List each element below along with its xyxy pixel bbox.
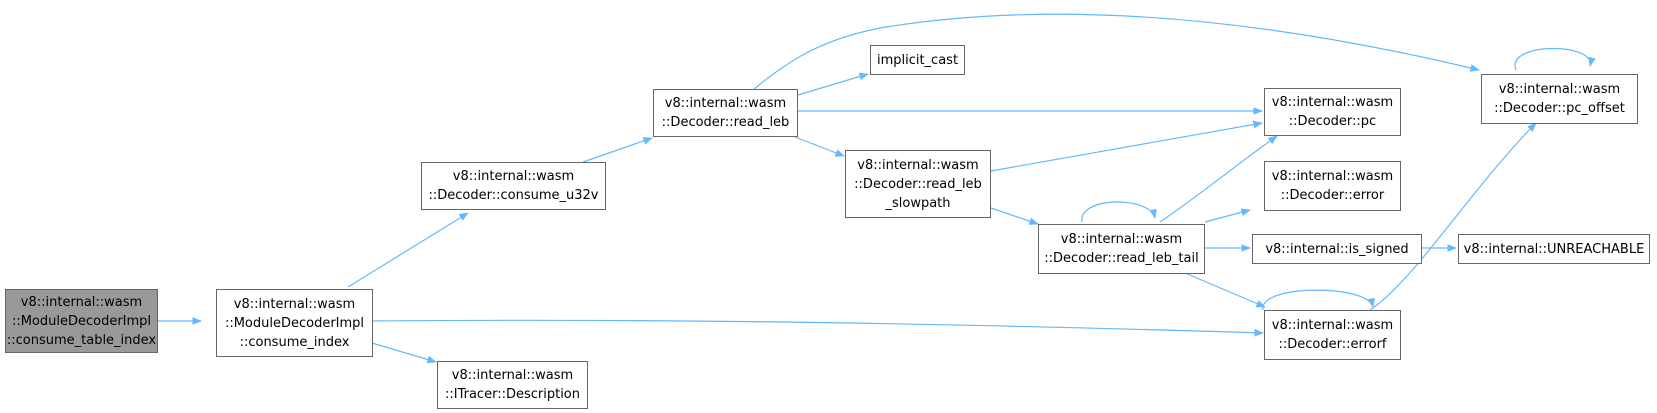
node-implicit-cast[interactable]: implicit_cast	[870, 45, 965, 75]
edge-consume-index-to-description	[371, 342, 437, 364]
node-read-leb-slowpath[interactable]: v8::internal::wasm ::Decoder::read_leb _…	[845, 150, 991, 218]
edge-read-leb-tail-to-pc	[1159, 135, 1278, 223]
node-decoder-errorf-line-2: ::Decoder::errorf	[1278, 337, 1387, 352]
node-unreachable[interactable]: v8::internal::UNREACHABLE	[1458, 234, 1650, 264]
node-decoder-pc[interactable]: v8::internal::wasm ::Decoder::pc	[1264, 88, 1401, 136]
node-unreachable-line-1: v8::internal::UNREACHABLE	[1463, 241, 1645, 257]
node-itracer-description-line-2: ::ITracer::Description	[445, 387, 580, 402]
node-consume-u32v[interactable]: v8::internal::wasm ::Decoder::consume_u3…	[421, 162, 606, 210]
node-consume-u32v-line-2: ::Decoder::consume_u32v	[428, 188, 599, 203]
node-decoder-pc-offset-line-1: v8::internal::wasm	[1498, 82, 1621, 97]
edge-read-leb-tail-to-error	[1204, 208, 1251, 223]
edge-read-leb-slowpath-to-pc	[990, 120, 1263, 172]
edge-read-leb-to-pc-offset	[753, 13, 1480, 90]
node-consume-table-index-line-3: ::consume_table_index	[6, 332, 157, 348]
node-read-leb[interactable]: v8::internal::wasm ::Decoder::read_leb	[653, 89, 798, 137]
node-read-leb-slowpath-line-2: ::Decoder::read_leb	[854, 176, 982, 192]
node-consume-table-index: v8::internal::wasm ::ModuleDecoderImpl :…	[5, 289, 158, 353]
edge-read-leb-slowpath-to-read-leb-tail	[990, 207, 1039, 225]
node-read-leb-slowpath-line-1: v8::internal::wasm	[857, 157, 979, 173]
node-read-leb-tail-line-2: ::Decoder::read_leb_tail	[1044, 251, 1199, 266]
edge-read-leb-to-read-leb-slowpath	[794, 136, 845, 157]
node-consume-index-line-2: ::ModuleDecoderImpl	[224, 315, 365, 331]
node-decoder-errorf[interactable]: v8::internal::wasm ::Decoder::errorf	[1264, 310, 1401, 360]
node-decoder-error-line-1: v8::internal::wasm	[1271, 169, 1394, 184]
node-consume-table-index-line-2: ::ModuleDecoderImpl	[11, 313, 152, 329]
edge-consume-index-to-consume-u32v	[347, 212, 469, 288]
node-itracer-description-line-1: v8::internal::wasm	[451, 368, 574, 383]
node-read-leb-slowpath-line-3: _slowpath	[885, 195, 951, 211]
node-consume-u32v-line-1: v8::internal::wasm	[452, 169, 575, 184]
node-read-leb-tail-line-1: v8::internal::wasm	[1060, 232, 1183, 247]
node-implicit-cast-line-1: implicit_cast	[876, 52, 959, 68]
node-consume-index-line-1: v8::internal::wasm	[233, 296, 356, 312]
node-decoder-errorf-line-1: v8::internal::wasm	[1271, 318, 1394, 333]
node-decoder-error[interactable]: v8::internal::wasm ::Decoder::error	[1264, 161, 1401, 211]
node-decoder-pc-line-1: v8::internal::wasm	[1271, 95, 1394, 110]
node-itracer-description[interactable]: v8::internal::wasm ::ITracer::Descriptio…	[437, 361, 588, 409]
node-consume-index[interactable]: v8::internal::wasm ::ModuleDecoderImpl :…	[216, 289, 373, 357]
edge-read-leb-tail-to-errorf	[1184, 272, 1266, 308]
node-is-signed-line-1: v8::internal::is_signed	[1265, 241, 1409, 257]
node-decoder-pc-line-2: ::Decoder::pc	[1288, 114, 1377, 129]
edge-consume-u32v-to-read-leb	[582, 137, 653, 163]
node-read-leb-tail[interactable]: v8::internal::wasm ::Decoder::read_leb_t…	[1038, 224, 1205, 274]
edge-read-leb-tail-self	[1081, 201, 1157, 223]
node-read-leb-line-2: ::Decoder::read_leb	[661, 115, 790, 130]
node-read-leb-line-1: v8::internal::wasm	[664, 96, 787, 111]
node-decoder-pc-offset-line-2: ::Decoder::pc_offset	[1494, 101, 1625, 116]
edge-consume-index-to-errorf	[371, 319, 1264, 337]
edge-pc-offset-self	[1514, 47, 1596, 71]
edge-errorf-to-pc-offset	[1369, 122, 1537, 311]
node-consume-table-index-line-1: v8::internal::wasm	[20, 294, 143, 310]
edge-read-leb-to-implicit-cast	[797, 72, 869, 96]
edge-errorf-self	[1262, 289, 1375, 311]
node-consume-index-line-3: ::consume_index	[239, 334, 350, 350]
node-decoder-pc-offset[interactable]: v8::internal::wasm ::Decoder::pc_offset	[1481, 74, 1638, 124]
node-is-signed[interactable]: v8::internal::is_signed	[1252, 234, 1422, 264]
node-decoder-error-line-2: ::Decoder::error	[1280, 188, 1385, 203]
